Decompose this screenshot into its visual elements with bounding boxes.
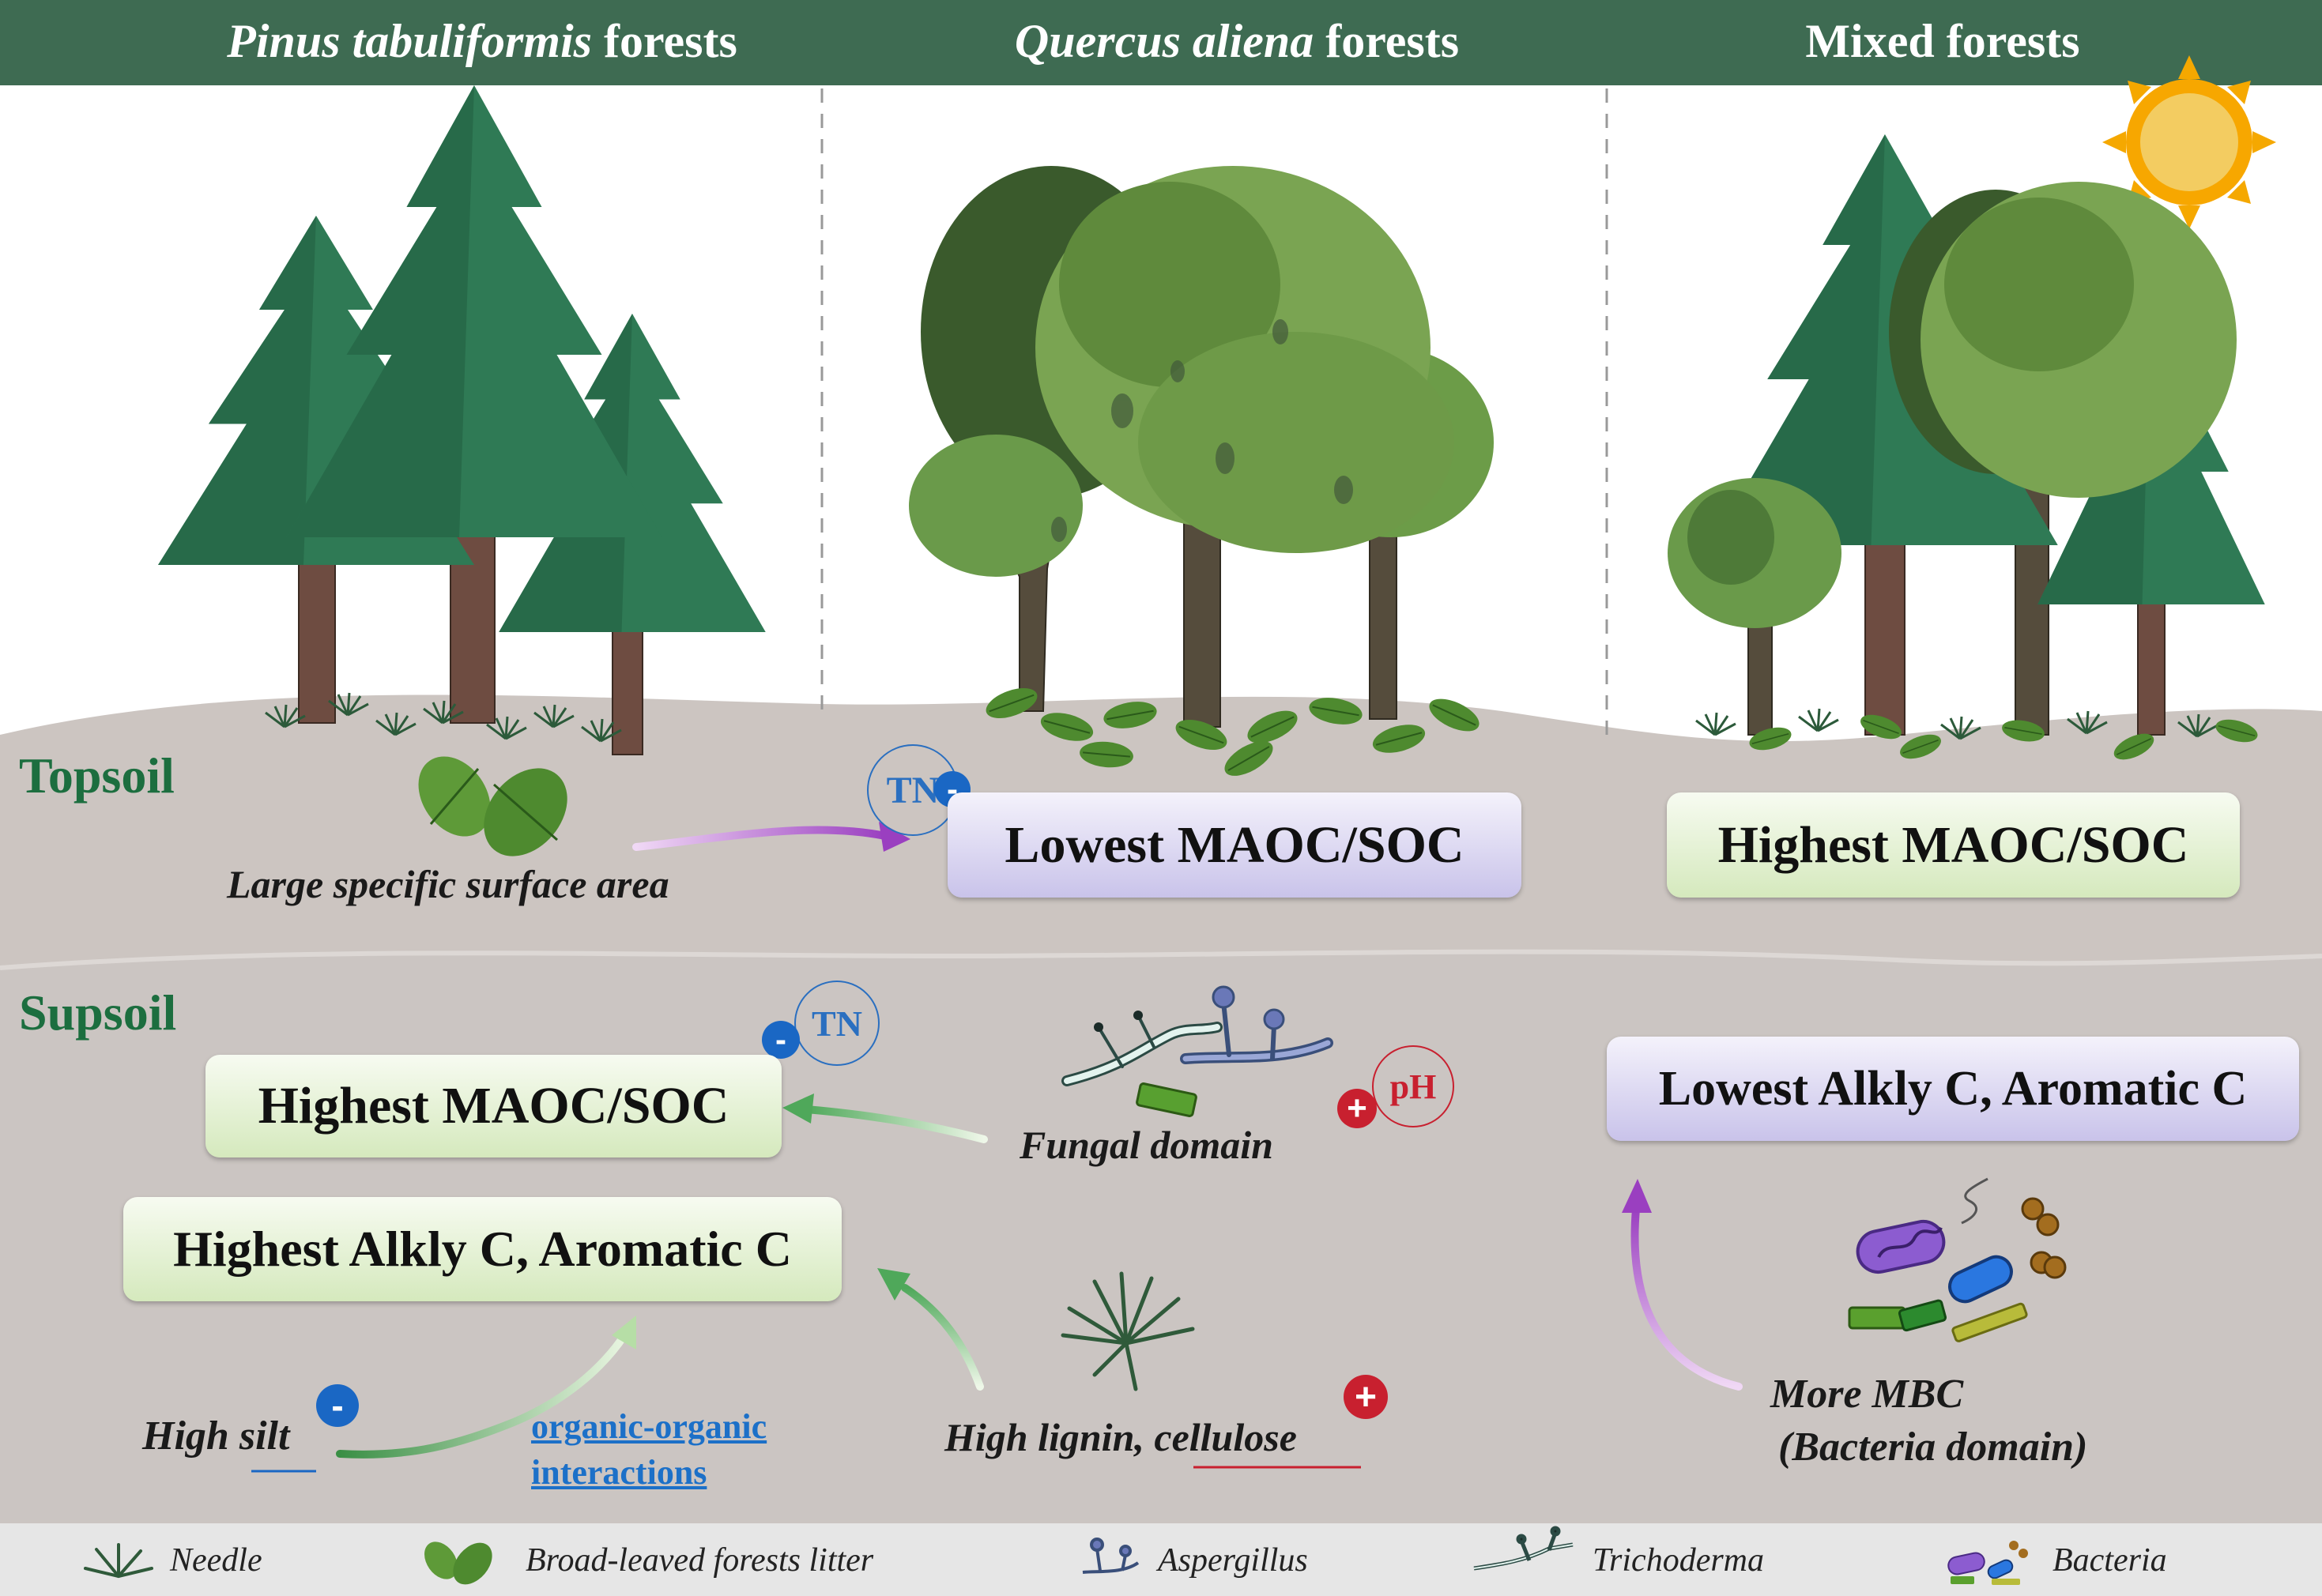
mixed-topsoil-highest-maoc-box: Highest MAOC/SOC — [1667, 792, 2240, 898]
legend-trichoderma-label: Trichoderma — [1593, 1521, 1764, 1596]
header-pine-suffix: forests — [592, 15, 737, 67]
subsoil-tn-minus-sign: - — [762, 1021, 800, 1059]
pine-subsoil-highest-maoc-box: Highest MAOC/SOC — [205, 1055, 782, 1157]
legend-broadleaf-label: Broad-leaved forests litter — [526, 1521, 873, 1596]
bacteria-domain-caption: (Bacteria domain) — [1778, 1424, 2087, 1470]
topsoil-label: Topsoil — [19, 747, 175, 805]
surface-area-caption: Large specific surface area — [227, 861, 669, 907]
header-oak-suffix: forests — [1314, 15, 1459, 67]
cellulose-word: cellulose — [1154, 1415, 1297, 1459]
oak-topsoil-lowest-maoc-box: Lowest MAOC/SOC — [948, 792, 1521, 898]
organic-interactions-link[interactable]: organic-organic interactions — [531, 1404, 767, 1496]
lignin-cellulose-caption: High lignin, cellulose — [944, 1414, 1297, 1460]
ph-circle: pH — [1372, 1045, 1454, 1127]
legend-bacteria-label: Bacteria — [2052, 1521, 2167, 1596]
header-pine-forests: Pinus tabuliformis forests — [0, 0, 964, 85]
legend-needle-label: Needle — [170, 1521, 262, 1596]
lignin-prefix: High lignin, — [944, 1415, 1154, 1459]
high-silt-prefix: High — [142, 1413, 239, 1459]
header-mixed-forests: Mixed forests — [1607, 0, 2279, 85]
high-silt-caption: High silt — [142, 1413, 289, 1459]
fungal-domain-caption: Fungal domain — [1020, 1122, 1273, 1168]
subsoil-label: Supsoil — [19, 984, 176, 1042]
pine-subsoil-highest-alkyl-box: Highest Alkly C, Aromatic C — [123, 1197, 842, 1301]
legend-aspergillus-label: Aspergillus — [1158, 1521, 1308, 1596]
silt-word: silt — [239, 1413, 290, 1459]
more-mbc-line1: More MBC — [1770, 1367, 1963, 1422]
organic-interactions-line1: organic-organic — [531, 1404, 767, 1450]
ph-plus-sign: + — [1337, 1089, 1377, 1128]
more-mbc-caption: More MBC — [1770, 1367, 1963, 1422]
lignin-plus-sign: + — [1344, 1375, 1388, 1419]
organic-interactions-line2: interactions — [531, 1450, 767, 1496]
subsoil-tn-circle: TN — [794, 981, 880, 1066]
header-pine-species: Pinus tabuliformis — [227, 15, 592, 67]
silt-minus-sign: - — [316, 1384, 359, 1427]
mixed-subsoil-lowest-alkyl-box: Lowest Alkly C, Aromatic C — [1607, 1037, 2299, 1141]
header-oak-species: Quercus aliena — [1015, 15, 1314, 67]
header-oak-forests: Quercus aliena forests — [822, 0, 1652, 85]
